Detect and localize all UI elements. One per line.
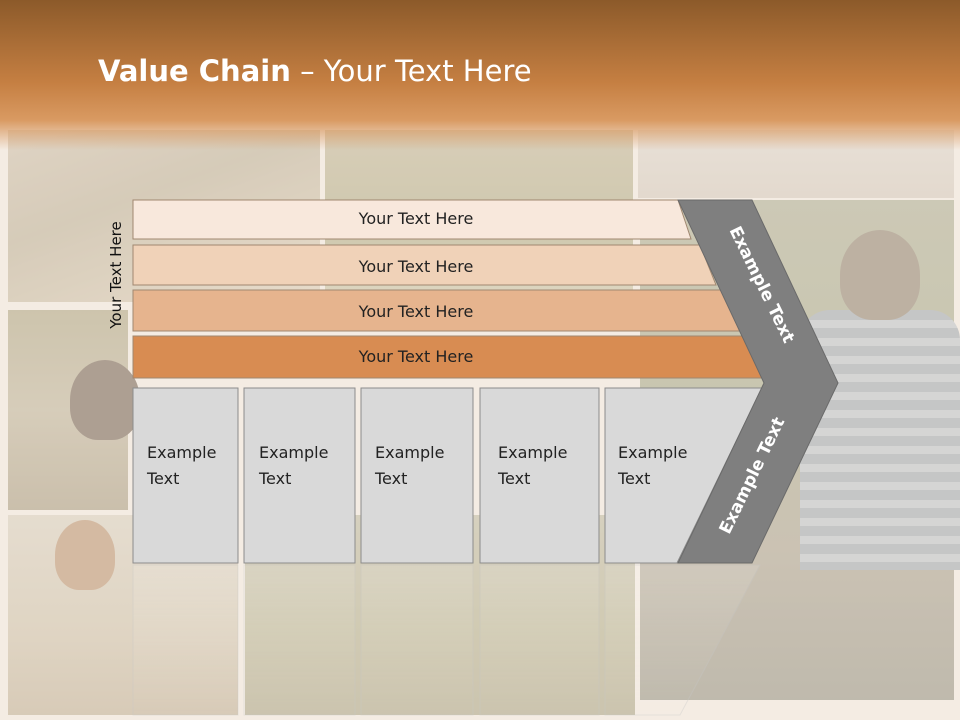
bar-4-label: Your Text Here	[358, 347, 474, 366]
box-4-text: Example Text	[497, 443, 573, 488]
bar-3-label: Your Text Here	[358, 302, 474, 321]
bar-2[interactable]	[132, 244, 717, 286]
bar-2-label: Your Text Here	[358, 257, 474, 276]
box-5[interactable]	[604, 387, 763, 564]
photo-person	[800, 310, 960, 570]
slide-title[interactable]: Value Chain – Your Text Here	[98, 54, 532, 88]
box-1[interactable]	[132, 387, 239, 564]
bar-1-label: Your Text Here	[358, 209, 474, 228]
bar-1[interactable]	[132, 199, 692, 240]
box-5-text: Example Text	[617, 443, 693, 488]
title-banner: Value Chain – Your Text Here	[0, 0, 960, 150]
title-bold: Value Chain	[98, 54, 291, 88]
photo-person	[55, 520, 115, 590]
box-3-text: Example Text	[374, 443, 450, 488]
photo-person	[840, 230, 920, 320]
box-4[interactable]	[479, 387, 600, 564]
box-2[interactable]	[243, 387, 356, 564]
box-3[interactable]	[360, 387, 474, 564]
photo-person	[70, 360, 140, 440]
boxes-group: Example Text Example Text Example Text E…	[132, 387, 763, 564]
diagram-reflection	[132, 564, 761, 716]
chevron-shape	[677, 199, 839, 564]
box-2-text: Example Text	[258, 443, 334, 488]
bars-group: Your Text Here Your Text Here Your Text …	[132, 199, 765, 379]
title-rest: – Your Text Here	[290, 54, 532, 88]
box-1-text: Example Text	[146, 443, 222, 488]
